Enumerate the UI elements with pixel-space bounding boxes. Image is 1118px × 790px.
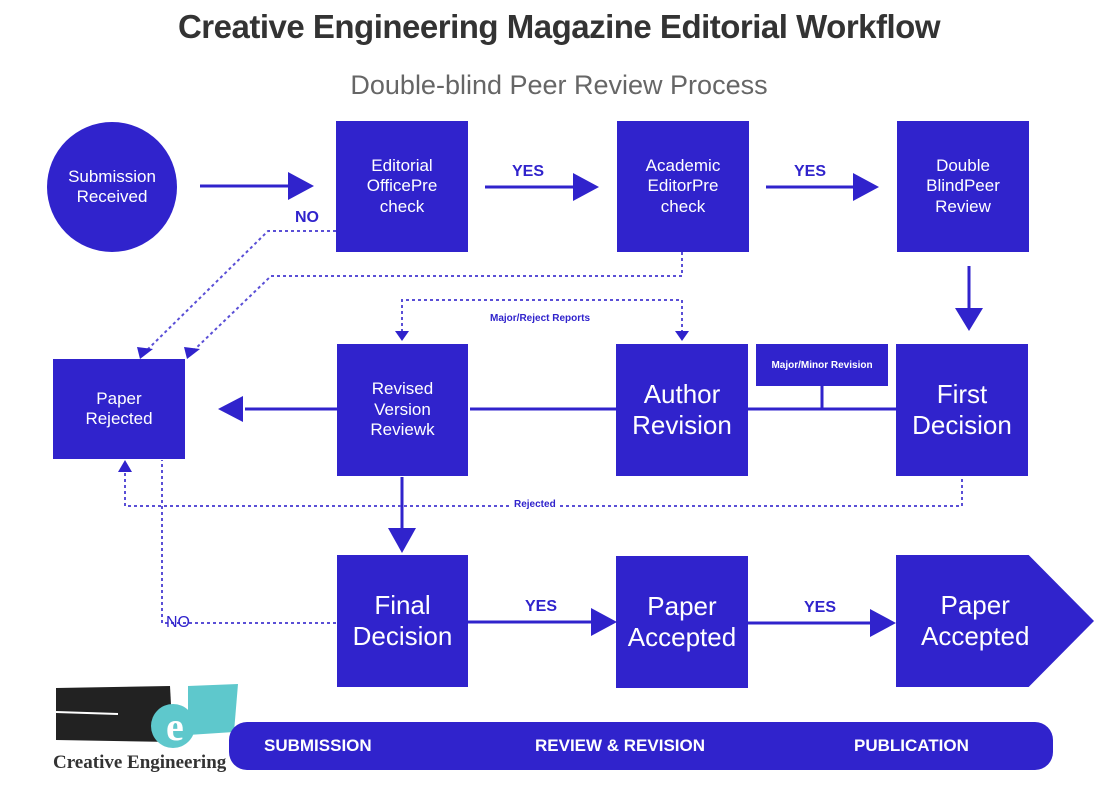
svg-text:e: e	[166, 704, 184, 749]
label-yes: YES	[804, 599, 837, 616]
node-academic-editor-precheck[interactable]: Academic EditorPre check	[617, 121, 749, 252]
phase-publication: PUBLICATION	[854, 736, 969, 755]
label-rejected: Rejected	[510, 499, 560, 510]
arrowhead	[675, 331, 689, 341]
phase-bar: SUBMISSION REVIEW & REVISION PUBLICATION	[229, 722, 1053, 770]
node-label: Paper Rejected	[85, 388, 153, 428]
arrowhead	[288, 172, 314, 200]
label-yes: YES	[512, 163, 545, 180]
node-label: Final Decision	[352, 589, 453, 651]
arrowhead	[591, 608, 617, 636]
node-label: Author Revision	[632, 378, 732, 440]
node-label: Submission Received	[68, 166, 156, 206]
label-yes: YES	[525, 598, 558, 615]
arrowhead	[853, 173, 879, 201]
node-label: First Decision	[912, 378, 1012, 440]
node-final-decision[interactable]: Final Decision	[337, 555, 468, 687]
node-paper-accepted[interactable]: Paper Accepted	[616, 556, 748, 688]
label-major-minor-revision: Major/Minor Revision	[756, 344, 888, 386]
label-yes: YES	[794, 163, 827, 180]
edge-editorial-no	[144, 230, 336, 353]
label-no: NO	[295, 209, 319, 226]
arrowhead	[395, 331, 409, 341]
phase-submission: SUBMISSION	[264, 736, 372, 755]
node-editorial-office-precheck[interactable]: Editorial OfficePre check	[336, 121, 468, 252]
label-no: NO	[166, 614, 190, 631]
edge-academic-reject	[191, 252, 683, 353]
page-subtitle: Double-blind Peer Review Process	[350, 70, 768, 100]
node-first-decision[interactable]: First Decision	[896, 344, 1028, 476]
arrowhead	[955, 308, 983, 331]
node-author-revision[interactable]: Author Revision	[616, 344, 748, 476]
arrowhead	[573, 173, 599, 201]
phase-review-revision: REVIEW & REVISION	[535, 736, 706, 755]
label-major-reject-reports: Major/Reject Reports	[486, 313, 595, 324]
node-revised-version-review[interactable]: Revised Version Reviewk	[337, 344, 468, 476]
arrowhead	[218, 396, 243, 422]
node-label: Paper Accepted	[627, 590, 737, 652]
node-label: Revised Version Reviewk	[370, 379, 435, 440]
arrowhead	[184, 347, 200, 359]
node-label: Editorial OfficePre check	[366, 155, 438, 216]
page-title: Creative Engineering Magazine Editorial …	[177, 8, 941, 45]
node-label: Academic EditorPre check	[645, 155, 721, 216]
arrowhead	[118, 460, 132, 472]
logo-icon: e	[55, 684, 238, 749]
arrowhead	[137, 347, 153, 359]
node-double-blind-peer-review[interactable]: Double BlindPeer Review	[897, 121, 1029, 252]
node-paper-rejected[interactable]: Paper Rejected	[53, 359, 185, 459]
edge-final-no	[161, 460, 336, 624]
arrowhead	[388, 528, 416, 553]
node-label: Double BlindPeer Review	[926, 155, 1000, 216]
arrowhead	[870, 609, 896, 637]
logo-text: Creative Engineering	[53, 752, 227, 773]
node-submission-received[interactable]: Submission Received	[47, 122, 177, 252]
node-label: Paper Accepted	[921, 589, 1030, 651]
